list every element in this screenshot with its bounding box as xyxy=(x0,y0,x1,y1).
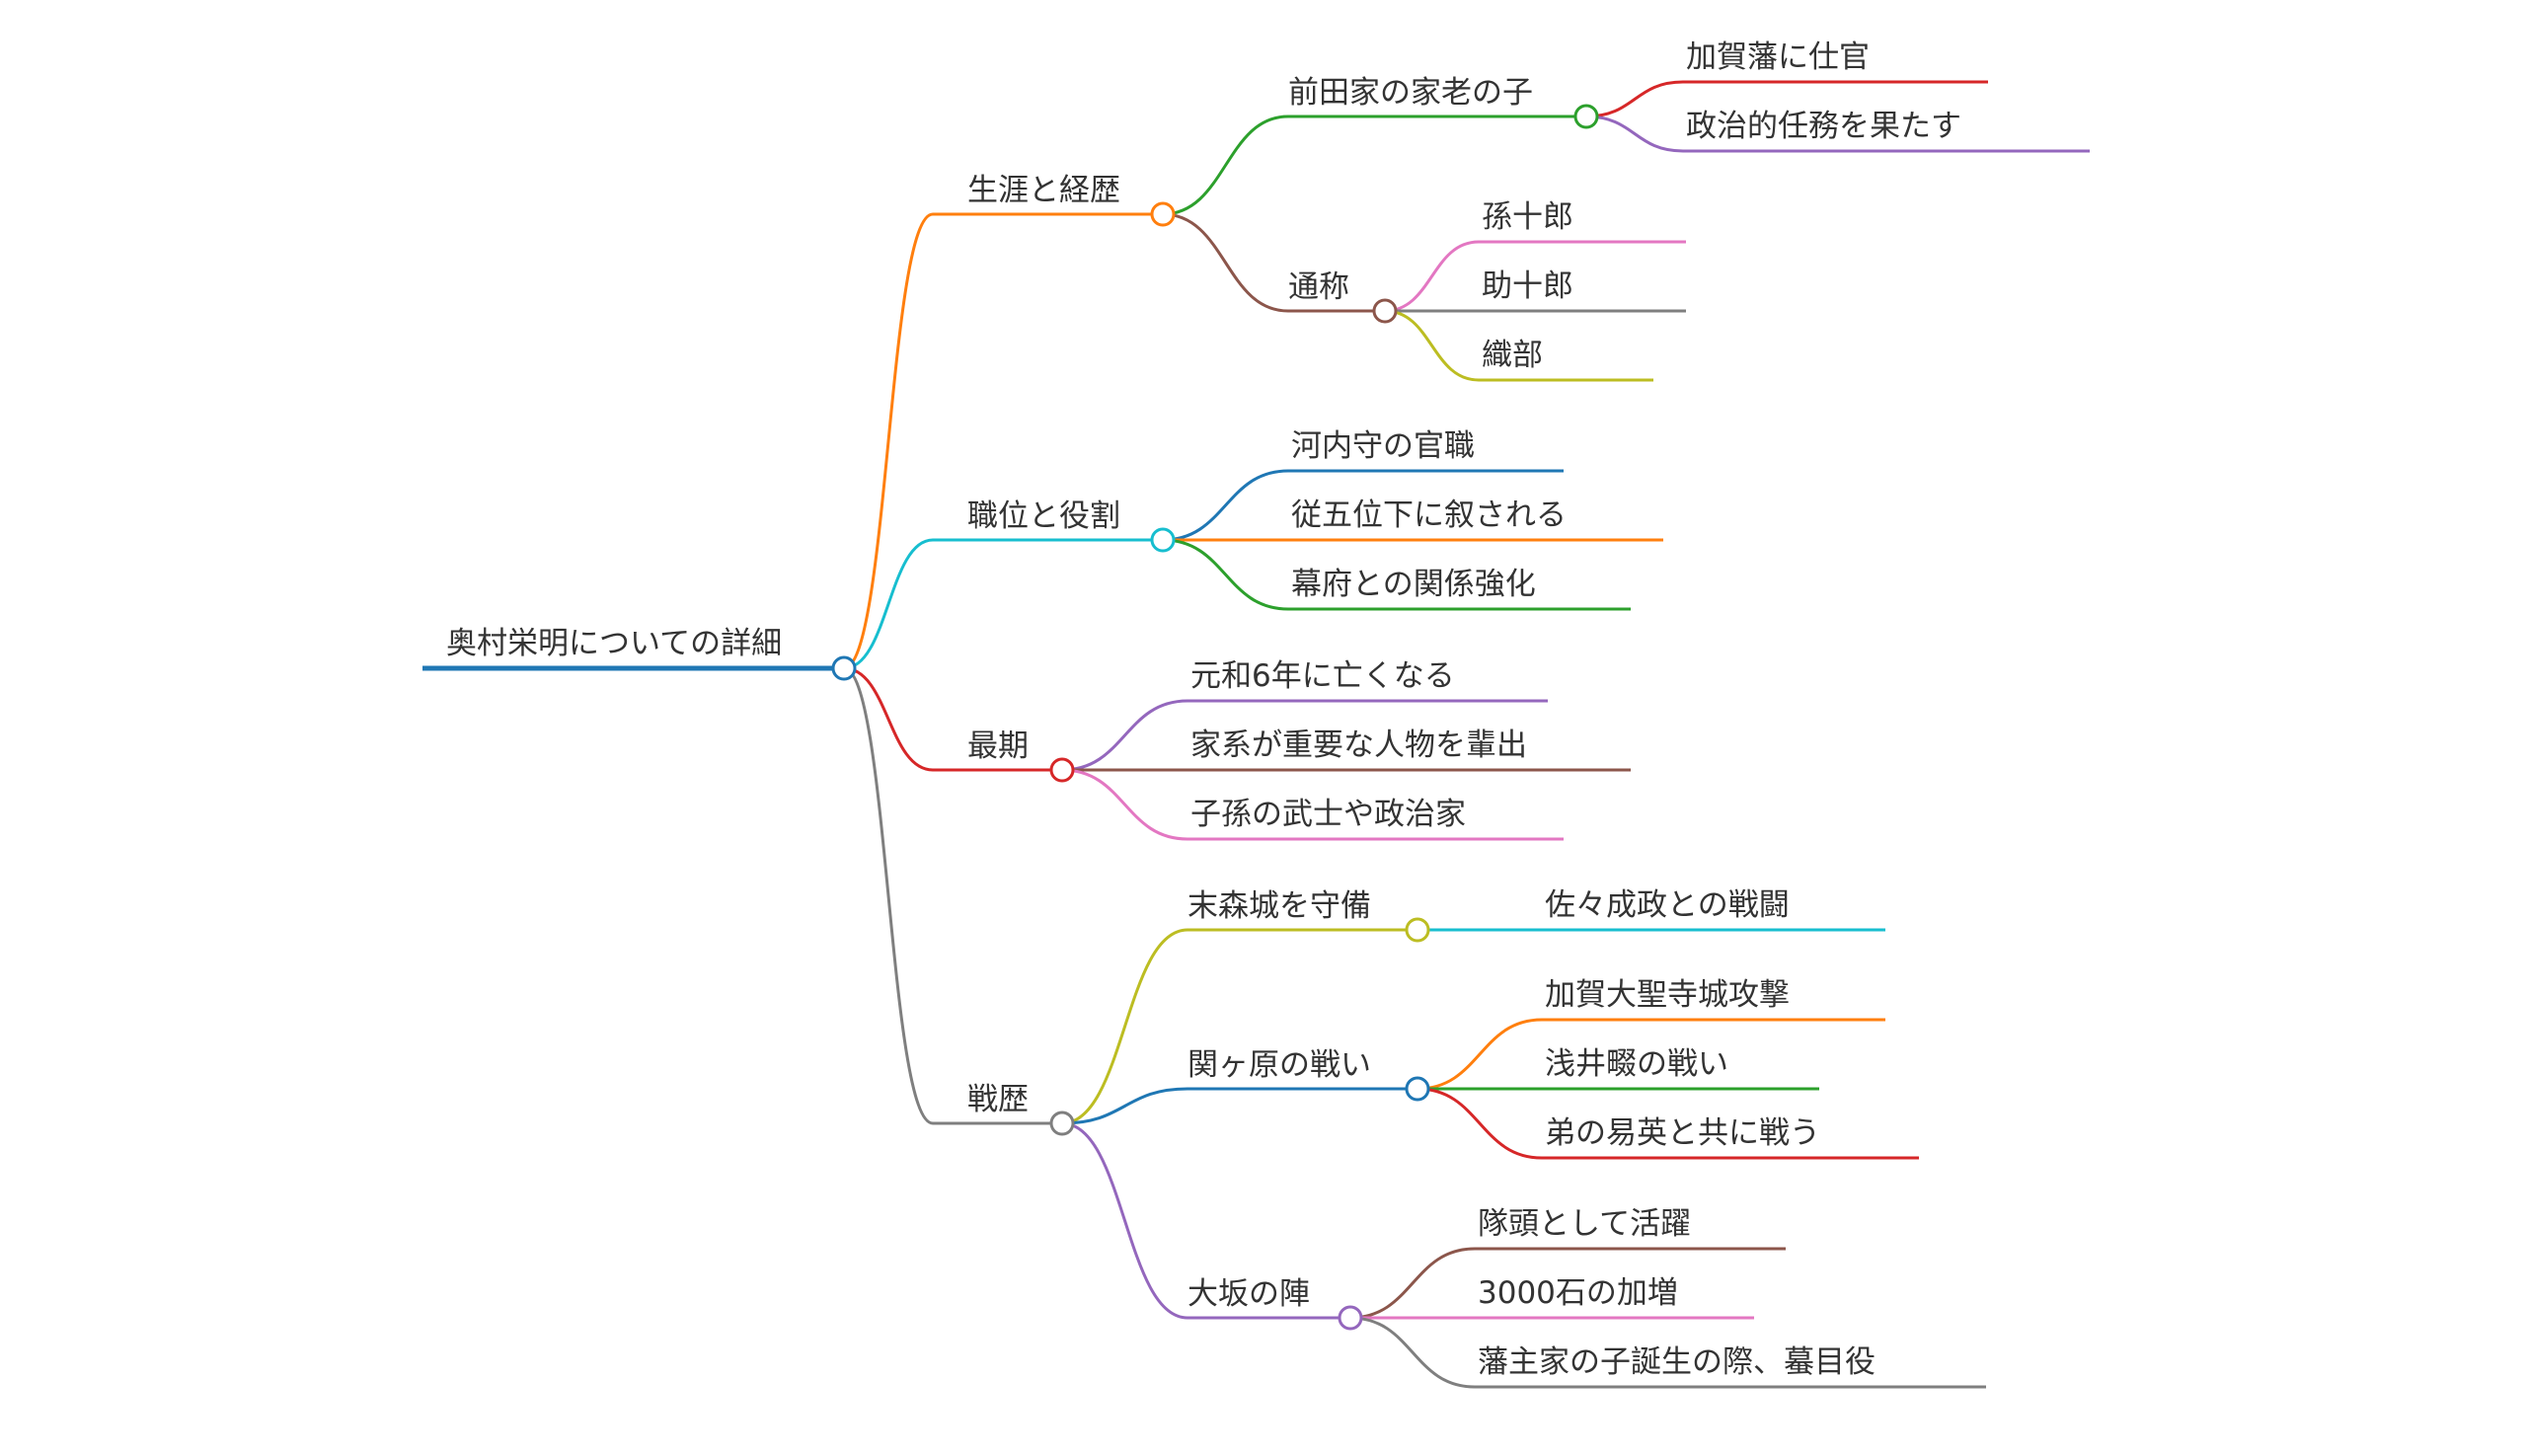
leaf-edge xyxy=(1417,1087,1543,1160)
child-node-dot[interactable] xyxy=(1573,104,1599,129)
branch-edge-3 xyxy=(843,666,934,772)
leaf-node-label: 政治的任務を果たす xyxy=(1686,109,1961,144)
child-node-label: 大坂の陣 xyxy=(1187,1276,1310,1312)
child-node-label: 末森城を守備 xyxy=(1187,888,1371,924)
leaf-node-label: 孫十郎 xyxy=(1482,199,1573,235)
branch-edge-4 xyxy=(843,666,934,1125)
branch-label-2: 職位と役割 xyxy=(967,498,1120,534)
branch-label-4: 戦歴 xyxy=(967,1082,1029,1117)
child-node-dot[interactable] xyxy=(1405,917,1430,943)
branch-node-dot-1[interactable] xyxy=(1150,201,1176,227)
child-edge xyxy=(1061,768,1188,841)
leaf-node-label: 家系が重要な人物を輩出 xyxy=(1190,728,1527,763)
child-edge xyxy=(1162,469,1289,542)
child-node-label: 関ヶ原の戦い xyxy=(1187,1047,1371,1083)
child-edge xyxy=(1061,699,1188,772)
root-node-dot[interactable] xyxy=(831,655,857,681)
leaf-edge xyxy=(1384,240,1480,313)
leaf-edge xyxy=(1585,115,1684,153)
branch-node-dot-4[interactable] xyxy=(1049,1111,1075,1136)
leaf-node-label: 佐々成政との戦闘 xyxy=(1545,887,1790,923)
leaf-node-label: 助十郎 xyxy=(1482,268,1573,304)
leaf-node-label: 元和6年に亡くなる xyxy=(1190,658,1455,694)
leaf-node-label: 河内守の官職 xyxy=(1291,428,1475,464)
child-edge xyxy=(1162,212,1289,313)
child-edge xyxy=(1162,538,1289,611)
child-node-dot[interactable] xyxy=(1405,1076,1430,1102)
leaf-node-label: 隊頭として活躍 xyxy=(1478,1206,1691,1242)
leaf-node-label: 子孫の武士や政治家 xyxy=(1190,797,1466,832)
leaf-edge xyxy=(1349,1247,1476,1320)
leaf-node-label: 加賀藩に仕官 xyxy=(1686,39,1870,75)
branch-node-dot-2[interactable] xyxy=(1150,527,1176,553)
child-node-dot[interactable] xyxy=(1338,1305,1363,1331)
child-edge xyxy=(1061,1087,1188,1125)
branch-edge-2 xyxy=(843,538,934,670)
leaf-edge xyxy=(1384,309,1480,382)
child-node-dot[interactable] xyxy=(1372,298,1398,324)
child-edge xyxy=(1061,928,1188,1125)
branch-node-dot-3[interactable] xyxy=(1049,757,1075,783)
child-edge xyxy=(1061,1121,1188,1320)
leaf-node-label: 弟の易英と共に戦う xyxy=(1545,1115,1820,1151)
leaf-node-label: 藩主家の子誕生の際、蟇目役 xyxy=(1478,1344,1876,1380)
leaf-node-label: 浅井畷の戦い xyxy=(1545,1046,1728,1082)
child-node-label: 前田家の家老の子 xyxy=(1288,75,1533,111)
leaf-node-label: 織部 xyxy=(1482,338,1543,373)
branch-edge-1 xyxy=(843,212,934,670)
leaf-node-label: 従五位下に叙される xyxy=(1291,498,1567,533)
branch-label-1: 生涯と経歴 xyxy=(967,173,1120,208)
leaf-node-label: 加賀大聖寺城攻撃 xyxy=(1545,977,1790,1013)
leaf-edge xyxy=(1585,80,1684,118)
child-node-label: 通称 xyxy=(1288,269,1349,305)
root-node-label: 奥村栄明についての詳細 xyxy=(446,626,782,661)
leaf-node-label: 幕府との関係強化 xyxy=(1291,567,1536,602)
leaf-edge xyxy=(1417,1018,1543,1091)
leaf-edge xyxy=(1349,1316,1476,1389)
leaf-node-label: 3000石の加増 xyxy=(1478,1275,1678,1311)
child-edge xyxy=(1162,115,1289,216)
branch-label-3: 最期 xyxy=(967,728,1029,764)
